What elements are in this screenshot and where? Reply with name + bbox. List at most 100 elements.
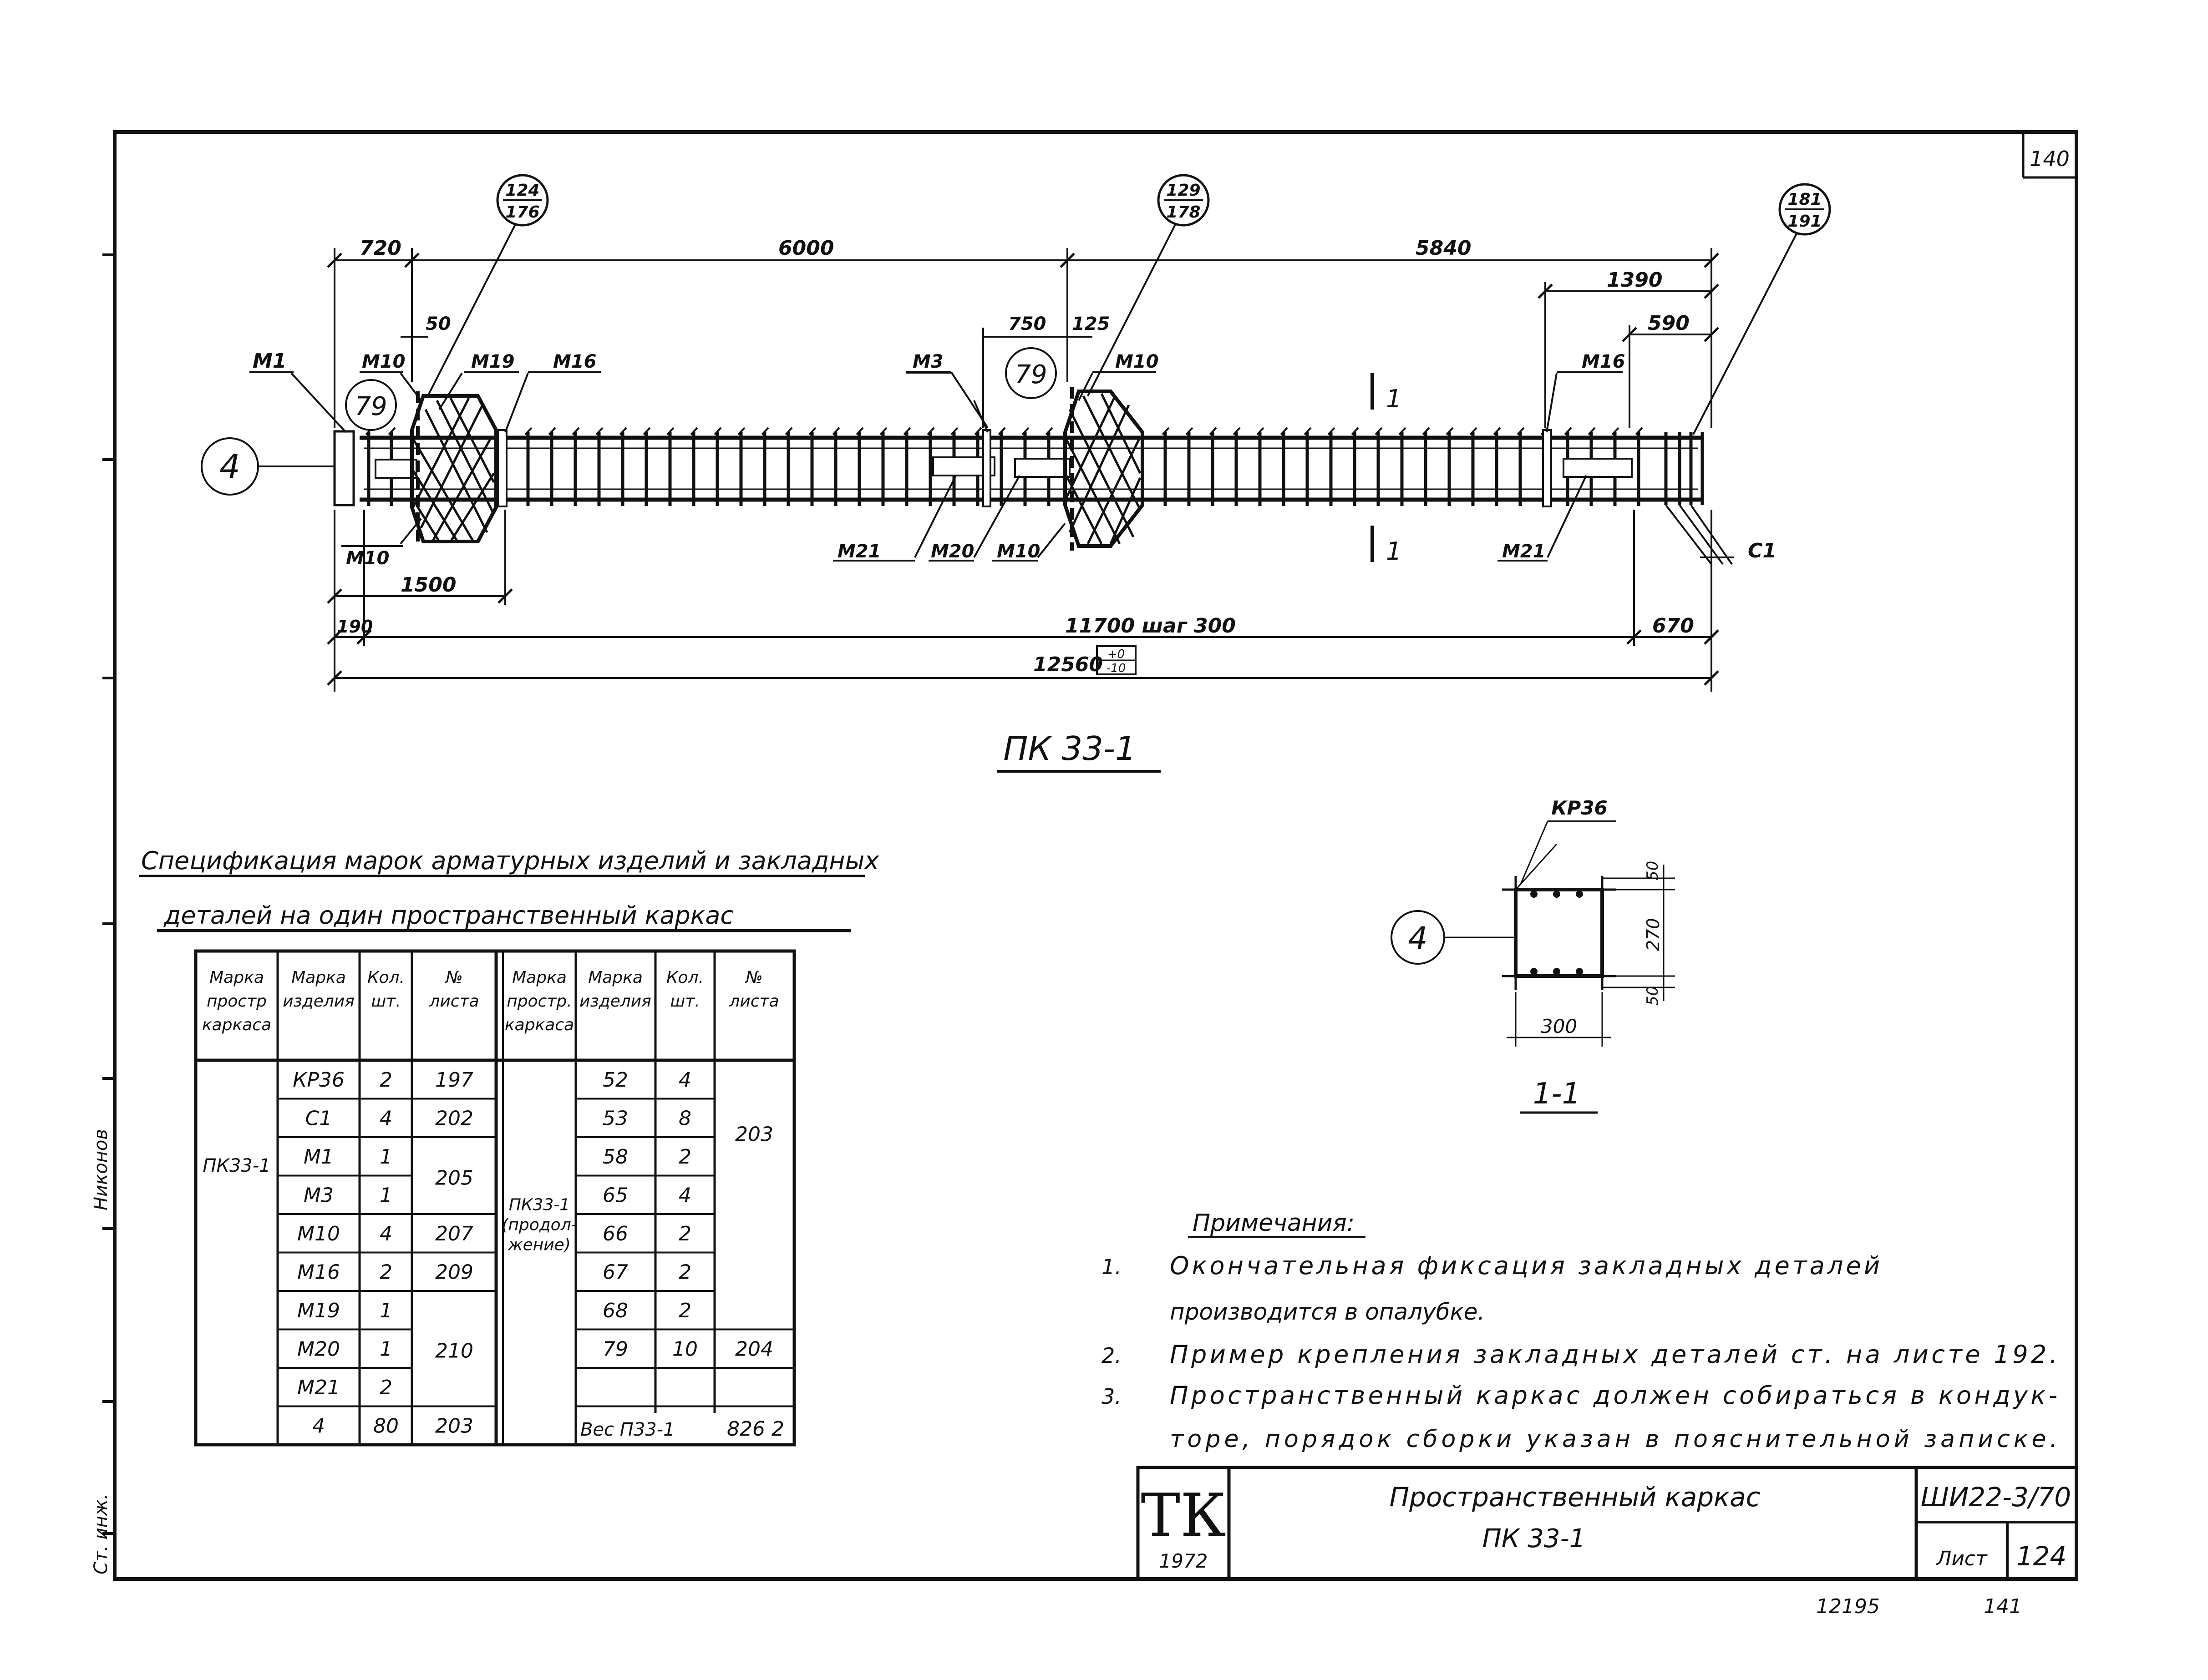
note-2-num: 2.	[1101, 1343, 1122, 1368]
end-plate-m1	[333, 430, 355, 506]
stirrup-hook	[1045, 427, 1053, 435]
frame-title: ПК 33-1	[1003, 729, 1136, 768]
tolerance-minus: -10	[1107, 662, 1126, 675]
svg-text:79: 79	[1015, 360, 1047, 390]
plate-m16-right	[1542, 429, 1552, 507]
table-header-cell: Марка	[291, 968, 346, 987]
table-header-cell: шт.	[670, 992, 700, 1011]
table-cell-sheet: 203	[735, 1123, 773, 1146]
plate-m16-left	[497, 429, 508, 507]
title-block: ТК 1972 Пространственный каркас ПК 33-1 …	[1136, 1466, 2078, 1581]
stirrup-hook	[572, 427, 580, 435]
table-cell-mark: 4	[312, 1415, 325, 1438]
svg-text:4: 4	[219, 447, 240, 486]
tolerance-plus: +0	[1107, 648, 1125, 661]
stirrup-hook	[998, 427, 1006, 435]
table-cell-weight-label: Вес П33-1	[580, 1419, 675, 1440]
margin-name-label: Никонов	[91, 1129, 112, 1210]
callout-124-176: 124 176	[496, 174, 549, 227]
note-1-line1: Окончательная фиксация закладных деталей	[1170, 1251, 1880, 1280]
table-cell-mark: М3	[304, 1184, 334, 1207]
stirrup-hook	[1493, 427, 1501, 435]
table-cell-qty: 2	[380, 1376, 392, 1399]
table-cell-frame: ПК33-1	[509, 1196, 570, 1214]
table-header-cell: простр.	[507, 992, 572, 1011]
label-m10-bottom-left: М10	[346, 548, 389, 569]
plate-m3	[982, 429, 991, 507]
table-cell-qty: 2	[380, 1261, 392, 1284]
note-3-num: 3.	[1101, 1384, 1122, 1409]
label-m21-mid: М21	[838, 541, 881, 562]
table-cell-qty: 1	[380, 1338, 392, 1361]
stirrup-hook	[950, 427, 959, 435]
svg-text:176: 176	[505, 203, 539, 222]
stirrup-hook	[856, 427, 864, 435]
table-cell-sheet: 210	[435, 1340, 473, 1363]
margin-role-label: Ст. инж.	[91, 1493, 112, 1574]
label-m10-top-mid: М10	[1115, 351, 1158, 372]
spec-table: Спецификация марок арматурных изделий и …	[139, 846, 879, 1447]
stirrup-hook	[1162, 427, 1170, 435]
stirrup-hook	[903, 427, 911, 435]
stirrup-hook	[1209, 427, 1217, 435]
svg-text:124: 124	[505, 181, 539, 200]
sheet-number: 124	[2016, 1541, 2067, 1572]
dim-190: 190	[337, 617, 373, 637]
section-title: 1-1	[1533, 1077, 1581, 1111]
spec-table-cells: МаркапростркаркасаМаркаизделияКол.шт.№ли…	[202, 968, 784, 1441]
section-mark-top: 1	[1386, 385, 1401, 413]
label-c1: С1	[1748, 539, 1777, 562]
position-mark-79-mid: 79	[1005, 347, 1057, 399]
spec-title-line1: Спецификация марок арматурных изделий и …	[141, 846, 879, 875]
stirrup-hook	[1256, 427, 1264, 435]
stirrup-hook	[619, 427, 627, 435]
callout-leaders	[290, 217, 1801, 558]
bracket-m10-mid	[1063, 387, 1144, 551]
table-cell-mark: 52	[603, 1068, 628, 1092]
table-header-cell: №	[745, 968, 762, 987]
table-cell-qty: 2	[679, 1261, 691, 1284]
stirrup-hook	[785, 427, 793, 435]
table-cell-mark: М10	[297, 1222, 340, 1245]
table-cell-mark: 66	[603, 1222, 628, 1245]
insert-plate-left	[375, 459, 417, 479]
stirrup-hook	[1564, 427, 1572, 435]
table-cell-frame: жение)	[508, 1236, 571, 1255]
table-header-cell: изделия	[579, 992, 651, 1011]
frame-elevation: 1 1 720 6000 5840 1390 590 50 750 125	[201, 174, 1831, 773]
table-cell-mark: М19	[297, 1299, 340, 1322]
stirrup-hook	[1280, 427, 1288, 435]
table-cell-mark: М1	[304, 1145, 334, 1169]
table-header-cell: листа	[429, 992, 479, 1011]
dim-1390: 1390	[1607, 268, 1662, 292]
note-2-line1: Пример крепления закладных деталей ст. н…	[1170, 1340, 2057, 1369]
stirrup-hook	[1469, 427, 1477, 435]
section-width: 300	[1541, 1015, 1577, 1037]
tk-logo: ТК	[1141, 1481, 1226, 1550]
table-cell-qty: 2	[679, 1299, 691, 1322]
table-cell-qty: 1	[380, 1145, 392, 1169]
table-cell-qty: 10	[672, 1338, 698, 1361]
dim-50: 50	[426, 314, 451, 334]
table-cell-qty: 4	[380, 1222, 392, 1245]
notes-heading: Примечания:	[1193, 1209, 1355, 1237]
dim-12560: 12560	[1033, 653, 1103, 676]
table-cell-mark: М20	[297, 1338, 340, 1361]
insert-plate-right	[1563, 458, 1633, 478]
stirrup-hook	[879, 427, 888, 435]
table-header-cell: Марка	[588, 968, 643, 987]
stirrup-hook	[714, 427, 722, 435]
stirrup-hook	[524, 427, 533, 435]
note-3-line1: Пространственный каркас должен собиратьс…	[1170, 1381, 2057, 1410]
table-header-cell: Кол.	[666, 968, 704, 987]
stirrup-hook	[1635, 427, 1643, 435]
table-header-cell: шт.	[371, 992, 401, 1011]
stirrup-hook	[1398, 427, 1406, 435]
longitudinal-bars	[360, 435, 1702, 502]
table-cell-frame: (продол-	[502, 1216, 577, 1235]
dim-720: 720	[360, 237, 401, 260]
table-cell-mark: 65	[603, 1184, 628, 1207]
table-cell-qty: 4	[679, 1184, 691, 1207]
stirrup-hook	[548, 427, 556, 435]
